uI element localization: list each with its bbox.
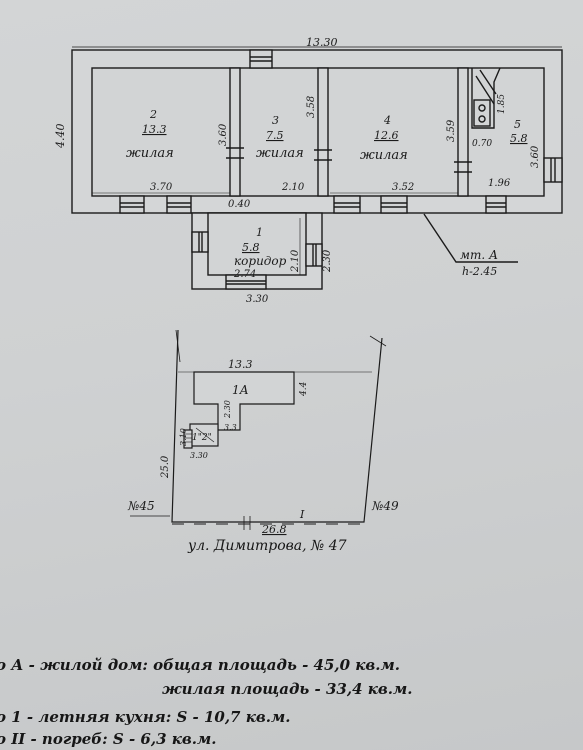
corridor-outer-depth: 2.30 [322,249,333,273]
site-kitchen-dim-b: 3.30 [190,451,208,460]
room4-type: жилая [360,148,408,163]
room5-number: 5 [514,118,521,131]
room5-width: 1.96 [488,178,511,189]
legend-line-house: о А - жилой дом: общая площадь - 45,0 кв… [0,656,400,674]
overall-width: 13.30 [306,36,338,49]
room5-niche-width: 0.70 [472,139,492,149]
site-kitchen-label: 1"2" [192,433,212,443]
corridor-area: 5.8 [242,241,260,254]
site-fence-label: I [299,508,305,521]
site-house [193,371,295,431]
site-kitchen-dim-a: 3.10 [179,428,188,446]
corridor-inner-depth: 2.10 [290,249,301,273]
partition-3-4 [317,67,329,197]
site-frontage: 26.8 [261,523,287,536]
site-house-depth: 4.4 [299,381,309,397]
site-right-neighbor: №49 [371,499,399,513]
corridor-offset: 0.40 [228,199,251,210]
overall-depth: 4.40 [54,124,67,150]
legend-line-cellar: о II - погреб: S - 6,3 кв.м. [0,730,217,748]
legend-line-living-area: жилая площадь - 33,4 кв.м. [162,680,413,698]
partition-4-5 [457,67,469,197]
room5-depth: 3.60 [530,145,541,168]
room4-number: 4 [383,114,391,127]
room4-depth: 3.59 [446,119,457,142]
corridor-outer-width: 3.30 [246,294,269,305]
room3-type: жилая [256,146,304,161]
site-left-neighbor: №45 [127,499,155,513]
corridor-number: 1 [256,226,263,239]
corridor-type: коридор [234,254,287,268]
site-kitchen-dim-c: 3.3 [224,423,237,432]
room2-area: 13.3 [142,123,167,136]
room3-depth: 3.58 [306,96,317,118]
partition-2-3 [229,67,241,197]
window-top [249,49,273,69]
corridor-inner-width: 2.74 [233,269,256,280]
benchmark-leader [423,213,518,263]
room2-width: 3.70 [150,182,173,193]
site-annex-depth: 2.30 [223,400,232,419]
window-right [543,157,563,183]
corridor-inner-wall [207,212,307,276]
benchmark-height: h-2.45 [462,265,497,278]
site-width: 13.3 [228,358,253,371]
room2-number: 2 [149,108,157,121]
room3-area: 7.5 [266,129,284,142]
room4-width: 3.52 [392,182,414,193]
lot-boundary [171,329,383,523]
room2-type: жилая [126,146,174,161]
room2-depth: 3.60 [218,123,229,146]
site-house-label: 1А [232,383,249,397]
room4-area: 12.6 [374,129,399,142]
legend-line-kitchen: о 1 - летняя кухня: S - 10,7 кв.м. [0,708,291,726]
room3-number: 3 [272,114,279,127]
street-caption: ул. Димитрова, № 47 [188,538,347,554]
room5-niche-depth: 1.85 [497,94,507,114]
benchmark-label: мт. А [460,248,498,262]
room3-width: 2.10 [281,182,305,193]
site-lot-depth: 25.0 [160,455,171,479]
room5-area: 5.8 [510,132,528,145]
